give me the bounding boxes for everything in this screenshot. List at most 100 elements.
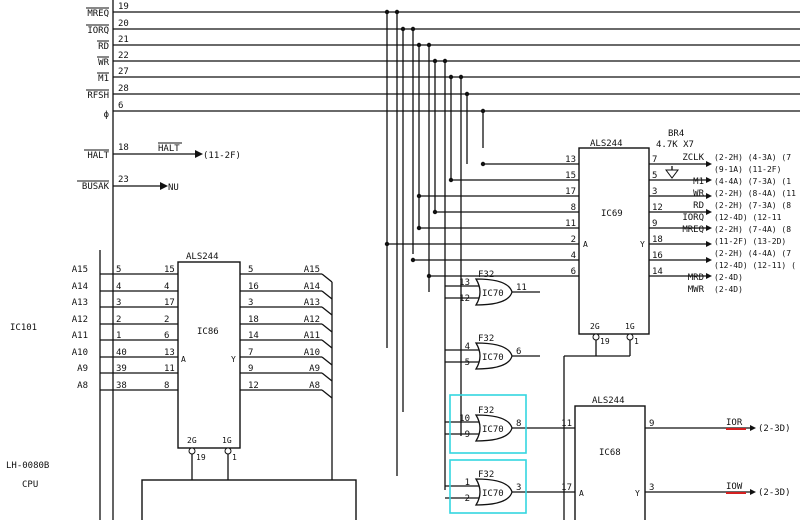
cpu-block: IC101 LH-0080B CPU [6, 0, 114, 520]
gate-ref: IC70 [482, 289, 504, 299]
ic86-1g-pin: 1 [232, 453, 237, 462]
signal-phi: ϕ [104, 110, 109, 120]
ic69-out-pin: 12 [652, 203, 663, 213]
gate-ref: IC70 [482, 425, 504, 435]
ic86-out-label: A12 [304, 315, 320, 325]
or-gates: F32IC70131211F32IC70456F32IC701098F32IC7… [445, 270, 540, 506]
ic86-buffer: ALS244 IC86 A Y 2G 1G 19 1 [177, 252, 241, 520]
ic86-out-label: A15 [304, 265, 320, 275]
cpu-addr-pin: 4 [116, 282, 121, 292]
lower-block [141, 479, 357, 520]
signal-rd: RD [98, 42, 109, 52]
ic69-in-pin: 13 [565, 155, 576, 165]
ic69-ref: IC69 [601, 209, 623, 219]
ic86-out-label: A14 [304, 282, 320, 292]
resistor-ref: BR4 [668, 129, 684, 139]
cpu-desc: CPU [22, 480, 38, 490]
cpu-part: LH-0080B [6, 461, 49, 471]
highlight-gate-4 [449, 459, 527, 514]
ic86-2g-pin: 19 [196, 453, 206, 462]
ic86-out-pin: 14 [248, 331, 259, 341]
gate-in-pin: 2 [465, 494, 470, 504]
gate-out-pin: 6 [516, 347, 521, 357]
cpu-addr-pin: 39 [116, 364, 127, 374]
ic69-out-label: ZCLK [682, 153, 704, 163]
ic86-in-label: A13 [72, 298, 88, 308]
cpu-addr-pin: 1 [116, 331, 121, 341]
ic69-out-ref: (4-4A) (7-3A) (1 [714, 177, 791, 186]
ic86-out-label: A8 [309, 381, 320, 391]
ic68-type: ALS244 [592, 396, 625, 406]
ic86-in-pin: 4 [164, 282, 169, 292]
ic69-out-pin: 9 [652, 219, 657, 229]
ic68-out-pin: 9 [649, 419, 654, 429]
cpu-addr-pin: 38 [116, 381, 127, 391]
ic68-in-pin: 17 [561, 483, 572, 493]
ic69-in-pin: 8 [571, 203, 576, 213]
cpu-signal-pins: 19 20 21 22 27 28 6 18 23 [118, 2, 129, 185]
ic68-out-ref: (2-3D) [758, 424, 791, 434]
ic86-ref: IC86 [197, 327, 219, 337]
gate-type: F32 [478, 470, 494, 480]
gate-type: F32 [478, 334, 494, 344]
ic69-type: ALS244 [590, 139, 623, 149]
ic86-in-label: A12 [72, 315, 88, 325]
ic86-in-pin: 15 [164, 265, 175, 275]
signal-iorq: IORQ [87, 26, 109, 36]
gate-ref: IC70 [482, 353, 504, 363]
ic69-in-pin: 6 [571, 267, 576, 277]
ic86-out-pin: 3 [248, 298, 253, 308]
ic68-out-ref: (2-3D) [758, 488, 791, 498]
ic86-out-label: A9 [309, 364, 320, 374]
pin-halt: 18 [118, 143, 129, 153]
gate-in-pin: 10 [459, 414, 470, 424]
cpu-signal-names: MREQ IORQ RD WR M1 RFSH ϕ HALT BUSAK [77, 7, 110, 192]
ic86-a-label: A [181, 355, 186, 364]
bus-wires [113, 11, 800, 187]
ic68-out-label: IOR [726, 418, 743, 428]
ic69-out-ref: (2-2H) (7-3A) (8 [714, 201, 791, 210]
cpu-addr-pin: 5 [116, 265, 121, 275]
ic86-in-label: A15 [72, 265, 88, 275]
ic86-out-pin: 7 [248, 348, 253, 358]
ic69-2g-pin: 19 [600, 337, 610, 346]
ic69-a-label: A [583, 240, 588, 249]
ic69-out-ref: (2-4D) [714, 273, 743, 282]
ic68-a-label: A [579, 489, 584, 498]
ic69-out-label: M1 [693, 177, 704, 187]
ic69-y-label: Y [640, 240, 645, 249]
ic86-out-label: A13 [304, 298, 320, 308]
gate-out-pin: 11 [516, 283, 527, 293]
gate-in-pin: 12 [459, 294, 470, 304]
gate-in-pin: 1 [465, 478, 470, 488]
ic69-out-ref: (12-4D) (12-11) ( [714, 261, 796, 270]
pin-busak: 23 [118, 175, 129, 185]
ic68-y-label: Y [635, 489, 640, 498]
pin-wr: 22 [118, 51, 129, 61]
ic69-out-ref: (2-2H) (4-3A) (7 [714, 153, 791, 162]
ic69-out-label: MREQ [682, 225, 704, 235]
ic86-out-pin: 16 [248, 282, 259, 292]
cpu-addr-pin: 40 [116, 348, 127, 358]
ic86-y-label: Y [231, 355, 236, 364]
ic86-out-pin: 5 [248, 265, 253, 275]
ic69-out-ref: (2-2H) (7-4A) (8 [714, 225, 791, 234]
ic69-in-pin: 17 [565, 187, 576, 197]
ic86-in-pin: 6 [164, 331, 169, 341]
pin-phi: 6 [118, 101, 123, 111]
ic69-out-label: MRD [688, 273, 704, 283]
gate-in-pin: 4 [465, 342, 470, 352]
ic69-1g-pin: 1 [634, 337, 639, 346]
signal-halt: HALT [87, 151, 109, 161]
ic69-out-ref: (2-2H) (8-4A) (11 [714, 189, 796, 198]
pin-rd: 21 [118, 35, 129, 45]
halt-out-label: HALT [158, 144, 180, 154]
gate-in-pin: 5 [465, 358, 470, 368]
busak-out-label: NU [168, 183, 179, 193]
pin-m1: 27 [118, 67, 129, 77]
gate-in-pin: 9 [465, 430, 470, 440]
